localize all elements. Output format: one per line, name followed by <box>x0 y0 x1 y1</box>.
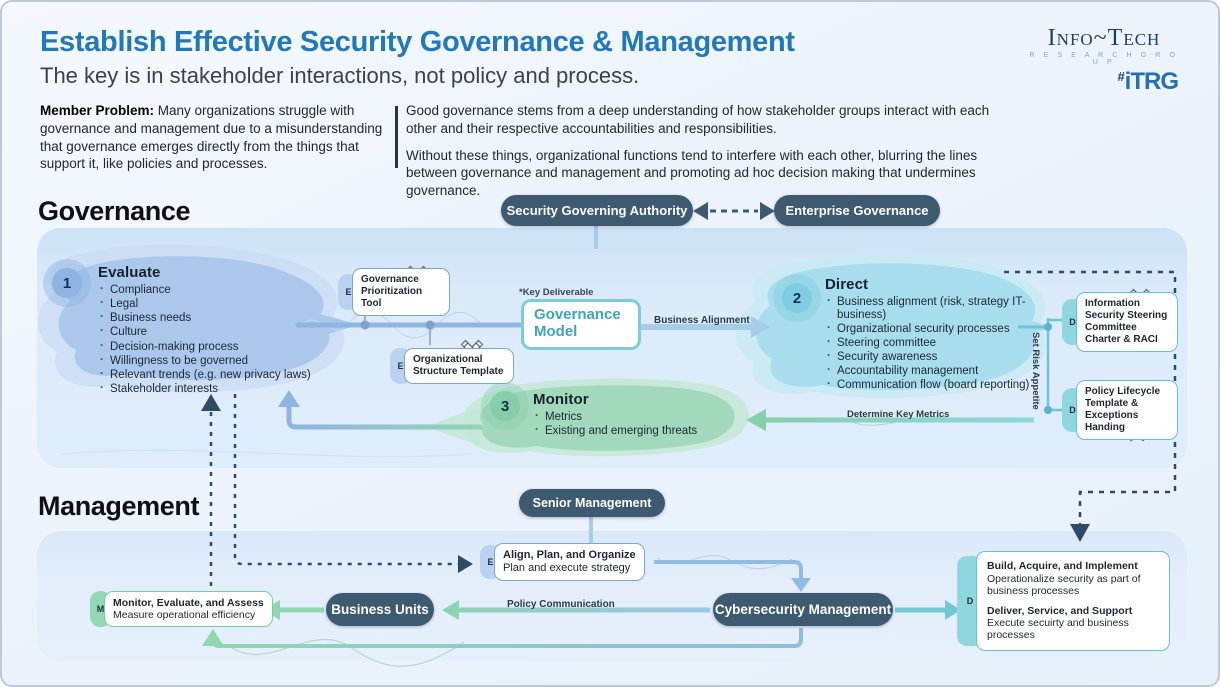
policy-communication-label: Policy Communication <box>507 599 615 610</box>
governance-heading: Governance <box>38 196 191 226</box>
step-2-badge: 2 <box>782 283 812 313</box>
policy-lifecycle-template-card: D Policy Lifecycle Template & Exceptions… <box>1062 380 1178 440</box>
step-3-badge: 3 <box>490 391 520 421</box>
governance-prioritization-tool-card: E Governance Prioritization Tool <box>338 268 450 316</box>
direct-item: Accountability management <box>825 364 1037 378</box>
determine-key-metrics-label: Determine Key Metrics <box>847 409 950 420</box>
build-acquire-title: Build, Acquire, and Implement <box>987 560 1138 573</box>
management-heading: Management <box>38 491 200 521</box>
evaluate-item: Business needs <box>98 311 338 325</box>
itrg-text: iTRG <box>1124 68 1179 95</box>
member-problem-label: Member Problem: <box>40 103 155 118</box>
business-alignment-label: Business Alignment <box>654 315 750 326</box>
infotech-logo-tagline: R E S E A R C H G R O U P <box>1029 52 1179 66</box>
without-these-things-paragraph: Without these things, organizational fun… <box>406 147 978 199</box>
governance-model-box: Governance Model <box>521 299 641 350</box>
evaluate-list: Compliance Legal Business needs Culture … <box>98 283 338 396</box>
direct-block: Direct Business alignment (risk, strateg… <box>825 276 1037 393</box>
build-acquire-block: Build, Acquire, and Implement Operationa… <box>987 560 1159 597</box>
intro-divider <box>395 106 398 168</box>
infotech-logo-wordmark: Info~Tech <box>1047 25 1161 51</box>
monitor-item: Existing and emerging threats <box>533 424 743 438</box>
evaluate-item: Legal <box>98 297 338 311</box>
monitor-card-title: Monitor, Evaluate, and Assess <box>113 596 264 609</box>
itrg-hash: # <box>1117 69 1125 84</box>
senior-management-pill: Senior Management <box>519 489 665 517</box>
steering-committee-charter-card: D Information Security Steering Committe… <box>1062 292 1178 352</box>
monitor-title: Monitor <box>533 391 589 408</box>
evaluate-item: Compliance <box>98 283 338 297</box>
direct-list: Business alignment (risk, strategy IT-bu… <box>825 295 1037 392</box>
monitor-list: Metrics Existing and emerging threats <box>533 410 743 438</box>
monitor-card-subtitle: Measure operational efficiency <box>113 609 256 621</box>
direct-item: Security awareness <box>825 350 1037 364</box>
build-deliver-card: D Build, Acquire, and Implement Operatio… <box>957 545 1170 657</box>
deliver-service-block: Deliver, Service, and Support Execute se… <box>987 605 1159 642</box>
tool-label: Information Security Steering Committee … <box>1076 292 1178 352</box>
page-title: Establish Effective Security Governance … <box>40 26 795 58</box>
direct-title: Direct <box>825 276 869 293</box>
intro-right-paragraphs: Good governance stems from a deep unders… <box>406 102 1006 200</box>
business-units-pill: Business Units <box>326 593 434 626</box>
evaluate-item: Willingness to be governed <box>98 354 338 368</box>
direct-item: Communication flow (board reporting) <box>825 378 1037 392</box>
security-governing-authority-pill: Security Governing Authority <box>501 195 693 226</box>
evaluate-item: Culture <box>98 325 338 339</box>
monitor-evaluate-assess-card: M Monitor, Evaluate, and Assess Measure … <box>90 587 273 631</box>
align-plan-organize-card: E Align, Plan, and Organize Plan and exe… <box>480 541 645 583</box>
evaluate-title: Evaluate <box>98 264 161 281</box>
evaluate-item: Decision-making process <box>98 340 338 354</box>
direct-item: Business alignment (risk, strategy IT-bu… <box>825 295 1037 321</box>
infotech-logo: Info~Tech R E S E A R C H G R O U P #iTR… <box>1024 26 1184 94</box>
step-1-badge: 1 <box>52 268 82 298</box>
cybersecurity-management-pill: Cybersecurity Management <box>713 593 893 626</box>
tool-label: Policy Lifecycle Template & Exceptions H… <box>1076 380 1178 440</box>
enterprise-governance-pill: Enterprise Governance <box>774 195 940 226</box>
set-risk-appetite-label: Set Risk Appetite <box>1030 332 1041 410</box>
tool-label: Organizational Structure Template <box>404 348 514 384</box>
build-acquire-text: Operationalize security as part of busin… <box>987 572 1141 598</box>
deliver-service-text: Execute secuirty and business processes <box>987 616 1129 642</box>
tool-label: Governance Prioritization Tool <box>352 268 450 316</box>
key-deliverable-label: *Key Deliverable <box>519 287 594 298</box>
direct-item: Organizational security processes <box>825 322 1037 336</box>
direct-item: Steering committee <box>825 336 1037 350</box>
organizational-structure-template-card: E Organizational Structure Template <box>390 344 514 388</box>
itrg-logo: #iTRG <box>1024 70 1184 94</box>
evaluate-block: Evaluate Compliance Legal Business needs… <box>98 264 338 397</box>
deliver-service-title: Deliver, Service, and Support <box>987 604 1133 617</box>
page-subtitle: The key is in stakeholder interactions, … <box>40 63 640 88</box>
monitor-block: Monitor Metrics Existing and emerging th… <box>533 391 743 439</box>
evaluate-item: Stakeholder interests <box>98 382 338 396</box>
align-card-title: Align, Plan, and Organize <box>503 549 636 562</box>
monitor-item: Metrics <box>533 410 743 424</box>
align-card-subtitle: Plan and execute strategy <box>503 562 631 574</box>
member-problem-paragraph: Member Problem: Many organizations strug… <box>40 102 392 173</box>
evaluate-item: Relevant trends (e.g. new privacy laws) <box>98 368 338 382</box>
good-governance-paragraph: Good governance stems from a deep unders… <box>406 103 990 136</box>
authority-enterprise-link <box>693 202 775 220</box>
member-problem-text: Many organizations struggle with governa… <box>40 103 383 172</box>
